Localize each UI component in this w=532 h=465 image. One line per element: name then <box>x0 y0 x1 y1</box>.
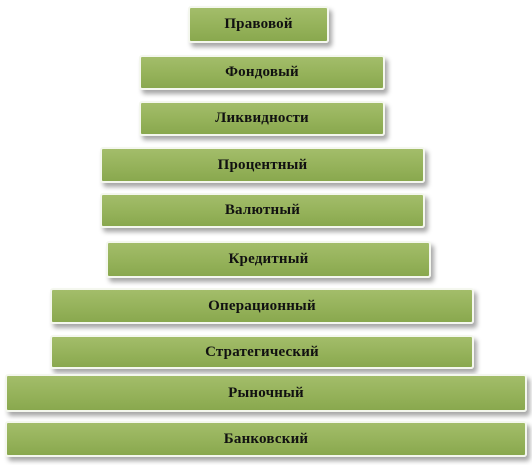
level-strategichesky: Стратегический <box>50 335 474 369</box>
level-label: Кредитный <box>228 251 309 267</box>
level-label: Банковский <box>223 430 309 447</box>
level-label: Ликвидности <box>215 110 309 126</box>
level-label: Процентный <box>217 156 308 173</box>
level-valyutny: Валютный <box>100 193 425 228</box>
level-kreditny: Кредитный <box>106 241 431 278</box>
level-operatsionny: Операционный <box>50 288 474 324</box>
level-protsentny: Процентный <box>100 147 425 183</box>
level-label: Рыночный <box>228 384 304 401</box>
level-likvidnosti: Ликвидности <box>139 101 385 136</box>
level-pravovoy: Правовой <box>188 6 329 43</box>
level-label: Фондовый <box>225 64 299 80</box>
level-bankovsky: Банковский <box>5 421 527 457</box>
level-label: Стратегический <box>205 343 319 360</box>
level-rynochny: Рыночный <box>5 374 527 412</box>
level-label: Правовой <box>224 16 293 32</box>
level-label: Валютный <box>224 202 301 218</box>
level-label: Операционный <box>208 297 316 314</box>
level-fondovy: Фондовый <box>139 55 385 90</box>
